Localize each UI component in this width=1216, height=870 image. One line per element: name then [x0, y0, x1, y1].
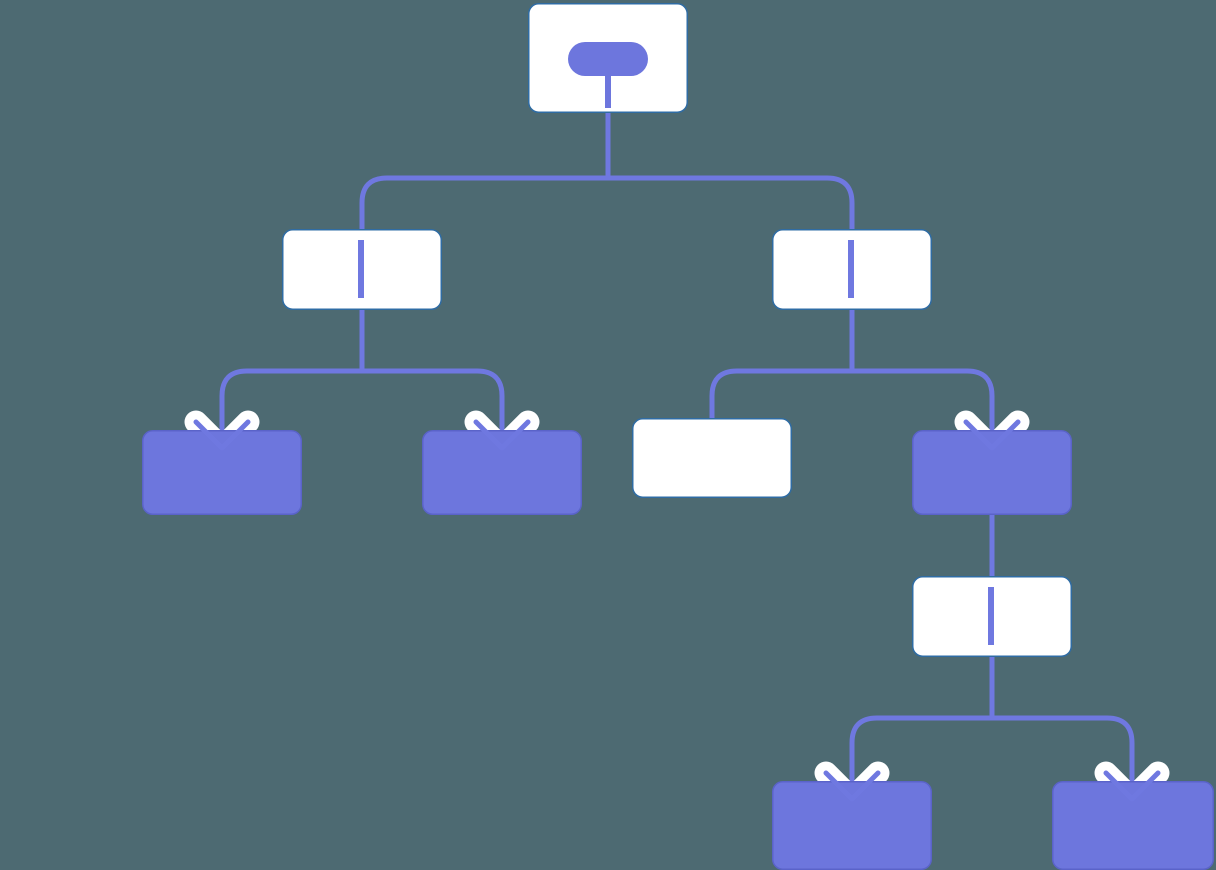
- level3-node-b[interactable]: [422, 430, 582, 515]
- white-node-body[interactable]: [632, 418, 792, 498]
- arrow-head-icon: [1103, 770, 1161, 802]
- edge-l2-right-to-c: [709, 368, 855, 421]
- arrow-head-icon: [823, 770, 881, 802]
- badge-stem: [605, 60, 611, 108]
- edge-l4-to-l5-right: [989, 715, 1135, 806]
- node-inner-bar: [848, 240, 854, 298]
- level2-left-node[interactable]: [282, 229, 442, 310]
- level5-right-node[interactable]: [1052, 781, 1214, 870]
- level3-node-d[interactable]: [912, 430, 1072, 515]
- nodes-layer: [142, 3, 1214, 870]
- arrowheads-layer: [193, 419, 1161, 802]
- edge-l4-to-l5-left: [849, 715, 995, 806]
- edge-root-to-l2-right: [605, 175, 855, 232]
- node-inner-bar: [988, 587, 994, 645]
- arrow-head-icon: [473, 419, 531, 451]
- edge-l2-left-to-a: [219, 368, 365, 455]
- purple-node-body[interactable]: [142, 430, 302, 515]
- purple-node-body[interactable]: [772, 781, 932, 870]
- level3-node-c-empty[interactable]: [632, 418, 792, 498]
- edge-l2-right-to-d: [849, 368, 995, 455]
- level2-right-node[interactable]: [772, 229, 932, 310]
- level5-left-node[interactable]: [772, 781, 932, 870]
- arrow-head-icon: [193, 419, 251, 451]
- purple-node-body[interactable]: [1052, 781, 1214, 870]
- arrow-head-icon: [963, 419, 1021, 451]
- purple-node-body[interactable]: [422, 430, 582, 515]
- level4-node[interactable]: [912, 576, 1072, 657]
- node-inner-bar: [358, 240, 364, 298]
- edge-l2-left-to-b: [359, 368, 505, 455]
- level3-node-a[interactable]: [142, 430, 302, 515]
- edges-layer: [219, 110, 1135, 806]
- badge-pill: [568, 42, 648, 76]
- purple-node-body[interactable]: [912, 430, 1072, 515]
- edge-root-to-l2-left: [359, 175, 611, 232]
- root-node[interactable]: [528, 3, 688, 113]
